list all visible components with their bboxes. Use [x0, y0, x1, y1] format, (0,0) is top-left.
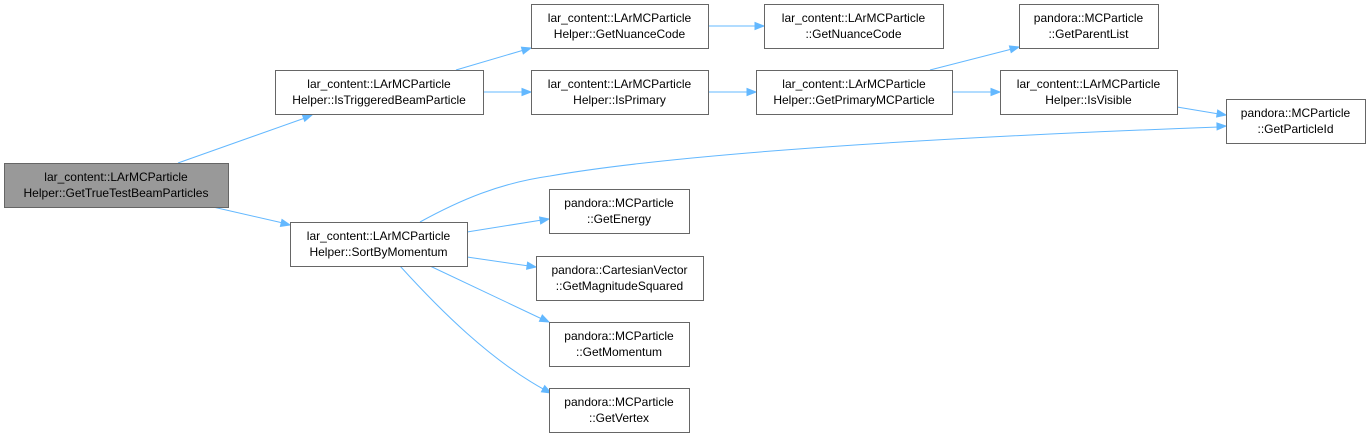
node-n11[interactable]: pandora::CartesianVector::GetMagnitudeSq…: [536, 256, 704, 301]
node-label-line: Helper::GetNuanceCode: [554, 27, 686, 41]
node-label-line: ::GetNuanceCode: [805, 27, 901, 41]
edge-line: [1176, 106, 1220, 115]
edge-n8-n9: [1176, 106, 1228, 118]
edge-arrowhead: [301, 114, 314, 123]
edge-line: [929, 48, 1013, 71]
node-label-line: ::GetParentList: [1048, 27, 1129, 41]
node-n12[interactable]: pandora::MCParticle::GetMomentum: [549, 322, 690, 367]
node-box: [531, 70, 709, 115]
edge-n0-n1: [177, 114, 314, 164]
edge-line: [212, 206, 284, 224]
edge-line: [177, 117, 306, 164]
node-n4[interactable]: lar_content::LArMCParticleHelper::IsPrim…: [531, 70, 709, 115]
node-label-line: Helper::GetPrimaryMCParticle: [773, 93, 935, 107]
edge-arrowhead: [279, 218, 292, 228]
node-n2[interactable]: lar_content::LArMCParticleHelper::SortBy…: [290, 222, 468, 267]
node-n5[interactable]: lar_content::LArMCParticle::GetNuanceCod…: [764, 4, 944, 49]
node-box: [1000, 70, 1178, 115]
node-n0[interactable]: lar_content::LArMCParticleHelper::GetTru…: [4, 163, 229, 208]
node-n8[interactable]: lar_content::LArMCParticleHelper::IsVisi…: [1000, 70, 1178, 115]
node-label-line: ::GetParticleId: [1257, 122, 1333, 136]
node-box: [275, 70, 484, 115]
node-label-line: lar_content::LArMCParticle: [1017, 77, 1161, 91]
node-n13[interactable]: pandora::MCParticle::GetVertex: [549, 388, 690, 433]
edge-line: [399, 265, 546, 391]
edge-n2-n12: [429, 265, 551, 323]
node-label-line: lar_content::LArMCParticle: [782, 11, 926, 25]
node-box: [290, 222, 468, 267]
edge-n1-n3: [455, 46, 533, 71]
node-box: [531, 4, 709, 49]
edge-n0-n2: [212, 206, 292, 228]
node-n9[interactable]: pandora::MCParticle::GetParticleId: [1226, 99, 1366, 144]
node-label-line: pandora::MCParticle: [1034, 11, 1144, 25]
node-label-line: Helper::GetTrueTestBeamParticles: [24, 186, 209, 200]
edge-line: [429, 265, 543, 320]
node-n1[interactable]: lar_content::LArMCParticleHelper::IsTrig…: [275, 70, 484, 115]
node-label-line: ::GetMagnitudeSquared: [556, 279, 683, 293]
node-label-line: lar_content::LArMCParticle: [548, 77, 692, 91]
edge-line: [466, 219, 543, 233]
node-label-line: lar_content::LArMCParticle: [307, 77, 451, 91]
edge-arrowhead: [1216, 122, 1228, 131]
edge-arrowhead: [540, 384, 553, 394]
node-label-line: pandora::MCParticle: [564, 196, 674, 210]
edge-n6-n8: [952, 87, 1002, 97]
node-box: [4, 163, 229, 208]
node-label-line: Helper::IsVisible: [1045, 93, 1132, 107]
edge-arrowhead: [526, 261, 538, 270]
node-label-line: ::GetVertex: [589, 411, 649, 425]
node-n6[interactable]: lar_content::LArMCParticleHelper::GetPri…: [756, 70, 953, 115]
node-label-line: Helper::IsPrimary: [573, 93, 666, 107]
node-box: [756, 70, 953, 115]
edge-arrowhead: [1008, 45, 1021, 54]
node-label-line: ::GetMomentum: [576, 345, 662, 359]
node-label-line: lar_content::LArMCParticle: [307, 229, 451, 243]
edge-arrowhead: [520, 46, 533, 55]
node-n7[interactable]: pandora::MCParticle::GetParentList: [1019, 4, 1159, 49]
edge-line: [466, 256, 530, 267]
node-label-line: pandora::CartesianVector: [551, 263, 687, 277]
edge-arrowhead: [1215, 109, 1228, 118]
node-label-line: Helper::IsTriggeredBeamParticle: [292, 93, 466, 107]
edge-n4-n6: [708, 87, 758, 97]
node-box: [1226, 99, 1366, 144]
node-label-line: lar_content::LArMCParticle: [44, 170, 188, 184]
nodes-layer: lar_content::LArMCParticleHelper::GetTru…: [4, 4, 1366, 433]
edge-arrowhead: [746, 87, 758, 97]
node-label-line: pandora::MCParticle: [564, 395, 674, 409]
edges-layer: [177, 21, 1228, 394]
node-label-line: lar_content::LArMCParticle: [548, 11, 692, 25]
edge-arrowhead: [538, 216, 551, 225]
node-label-line: pandora::MCParticle: [1241, 106, 1351, 120]
edge-n6-n7: [929, 45, 1021, 71]
edge-arrowhead: [754, 21, 766, 31]
node-box: [1019, 4, 1159, 49]
node-box: [549, 189, 690, 234]
edge-arrowhead: [990, 87, 1002, 97]
node-n10[interactable]: pandora::MCParticle::GetEnergy: [549, 189, 690, 234]
node-box: [764, 4, 944, 49]
node-box: [549, 322, 690, 367]
edge-n2-n11: [466, 256, 538, 270]
edge-n2-n10: [466, 216, 551, 233]
edge-line: [455, 49, 525, 71]
node-label-line: lar_content::LArMCParticle: [782, 77, 926, 91]
edge-n3-n5: [708, 21, 766, 31]
edge-arrowhead: [521, 87, 533, 97]
node-box: [549, 388, 690, 433]
node-label-line: Helper::SortByMomentum: [309, 245, 447, 259]
node-label-line: ::GetEnergy: [587, 212, 651, 226]
edge-line: [419, 126, 1220, 223]
node-box: [536, 256, 704, 301]
node-label-line: pandora::MCParticle: [564, 329, 674, 343]
edge-n2-n13: [399, 265, 553, 394]
edge-arrowhead: [538, 314, 551, 323]
node-n3[interactable]: lar_content::LArMCParticleHelper::GetNua…: [531, 4, 709, 49]
edge-n2-n9: [419, 122, 1228, 223]
edge-n1-n4: [483, 87, 533, 97]
